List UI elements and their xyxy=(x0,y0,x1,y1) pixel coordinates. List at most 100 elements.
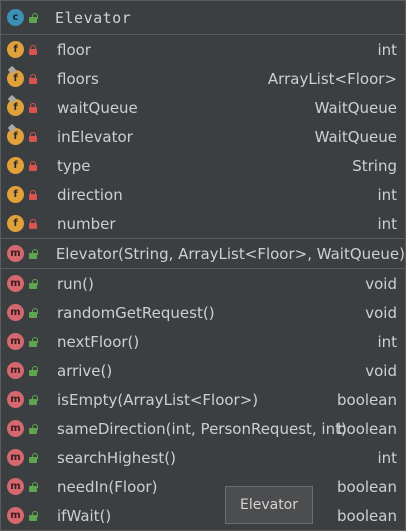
field-icon: f xyxy=(7,65,24,87)
public-lock-icon xyxy=(29,307,38,318)
method-row[interactable]: m run() void xyxy=(1,269,405,298)
field-icon: f xyxy=(7,41,24,58)
field-name: direction xyxy=(57,185,123,204)
method-icon: m xyxy=(7,507,24,524)
field-type: String xyxy=(352,156,397,175)
return-type: void xyxy=(365,274,397,293)
return-type: boolean xyxy=(337,506,397,525)
member-icon-group: m xyxy=(1,420,51,437)
return-type: void xyxy=(365,361,397,380)
field-icon: f xyxy=(7,157,24,174)
member-icon-group: f xyxy=(1,94,51,116)
method-name: nextFloor() xyxy=(57,332,140,351)
method-row[interactable]: m needIn(Floor) boolean xyxy=(1,472,405,501)
methods-list: m run() void m randomGetRequest() void m nextFl… xyxy=(1,269,405,530)
method-icon: m xyxy=(7,362,24,379)
tooltip: Elevator xyxy=(225,486,313,524)
field-icon: f xyxy=(7,123,24,145)
field-name: floor xyxy=(57,40,91,59)
field-name: floors xyxy=(57,69,99,88)
public-lock-icon xyxy=(29,452,38,463)
field-type: ArrayList<Floor> xyxy=(267,69,397,88)
field-type: int xyxy=(377,185,397,204)
field-icon: f xyxy=(7,186,24,203)
private-lock-icon xyxy=(29,102,37,113)
private-lock-icon xyxy=(29,160,37,171)
method-row[interactable]: m searchHighest() int xyxy=(1,443,405,472)
constructor-signature: Elevator(String, ArrayList<Floor>, WaitQ… xyxy=(55,244,405,263)
class-icon-group: c xyxy=(1,9,51,26)
return-type: void xyxy=(365,303,397,322)
field-type: int xyxy=(377,214,397,233)
method-name: randomGetRequest() xyxy=(57,303,215,322)
method-name: needIn(Floor) xyxy=(57,477,158,496)
public-lock-icon xyxy=(29,365,38,376)
class-icon: c xyxy=(7,9,24,26)
field-name: inElevator xyxy=(57,127,133,146)
method-icon: m xyxy=(7,275,24,292)
public-lock-icon xyxy=(29,510,38,521)
return-type: int xyxy=(377,448,397,467)
method-name: isEmpty(ArrayList<Floor>) xyxy=(57,390,259,409)
method-name: searchHighest() xyxy=(57,448,176,467)
method-icon: m xyxy=(7,449,24,466)
method-icon: m xyxy=(7,333,24,350)
method-row[interactable]: m randomGetRequest() void xyxy=(1,298,405,327)
method-icon: m xyxy=(7,478,24,495)
private-lock-icon xyxy=(29,44,37,55)
member-icon-group: m xyxy=(1,478,51,495)
member-icon-group: m xyxy=(1,449,51,466)
field-type: WaitQueue xyxy=(314,127,397,146)
member-icon-group: m xyxy=(1,391,51,408)
pin-icon xyxy=(7,94,17,104)
return-type: boolean xyxy=(337,419,397,438)
field-row[interactable]: f type String xyxy=(1,151,405,180)
private-lock-icon xyxy=(29,73,37,84)
return-type: boolean xyxy=(337,390,397,409)
method-icon: m xyxy=(7,391,24,408)
method-row[interactable]: m sameDirection(int, PersonRequest, int)b… xyxy=(1,414,405,443)
class-header[interactable]: c Elevator xyxy=(1,1,405,35)
method-name: ifWait() xyxy=(57,506,112,525)
member-icon-group: m xyxy=(1,304,51,321)
field-name: type xyxy=(57,156,91,175)
method-icon: m xyxy=(7,420,24,437)
method-row[interactable]: m isEmpty(ArrayList<Floor>) boolean xyxy=(1,385,405,414)
return-type: boolean xyxy=(337,477,397,496)
public-lock-icon xyxy=(29,336,38,347)
field-row[interactable]: f floor int xyxy=(1,35,405,64)
member-icon-group: f xyxy=(1,65,51,87)
field-row[interactable]: f floors ArrayList<Floor> xyxy=(1,64,405,93)
member-icon-group: f xyxy=(1,123,51,145)
public-lock-icon xyxy=(29,248,38,259)
class-title: Elevator xyxy=(55,8,132,27)
member-icon-group: m xyxy=(1,275,51,292)
private-lock-icon xyxy=(29,189,37,200)
method-icon: m xyxy=(7,304,24,321)
field-row[interactable]: f direction int xyxy=(1,180,405,209)
field-name: waitQueue xyxy=(57,98,138,117)
member-icon-group: m xyxy=(1,362,51,379)
public-lock-icon xyxy=(29,394,38,405)
method-name: arrive() xyxy=(57,361,113,380)
pin-icon xyxy=(7,123,17,133)
return-type: int xyxy=(377,332,397,351)
method-name: sameDirection(int, PersonRequest, int) xyxy=(57,419,347,438)
method-row[interactable]: m arrive() void xyxy=(1,356,405,385)
method-row[interactable]: m nextFloor() int xyxy=(1,327,405,356)
private-lock-icon xyxy=(29,131,37,142)
member-icon-group: f xyxy=(1,41,51,58)
member-icon-group: m xyxy=(1,333,51,350)
private-lock-icon xyxy=(29,218,37,229)
field-row[interactable]: f inElevator WaitQueue xyxy=(1,122,405,151)
constructor-row[interactable]: m Elevator(String, ArrayList<Floor>, Wai… xyxy=(1,238,405,269)
member-icon-group: f xyxy=(1,186,51,203)
method-row[interactable]: m ifWait() boolean xyxy=(1,501,405,530)
method-name: run() xyxy=(57,274,94,293)
field-type: int xyxy=(377,40,397,59)
public-lock-icon xyxy=(29,278,38,289)
